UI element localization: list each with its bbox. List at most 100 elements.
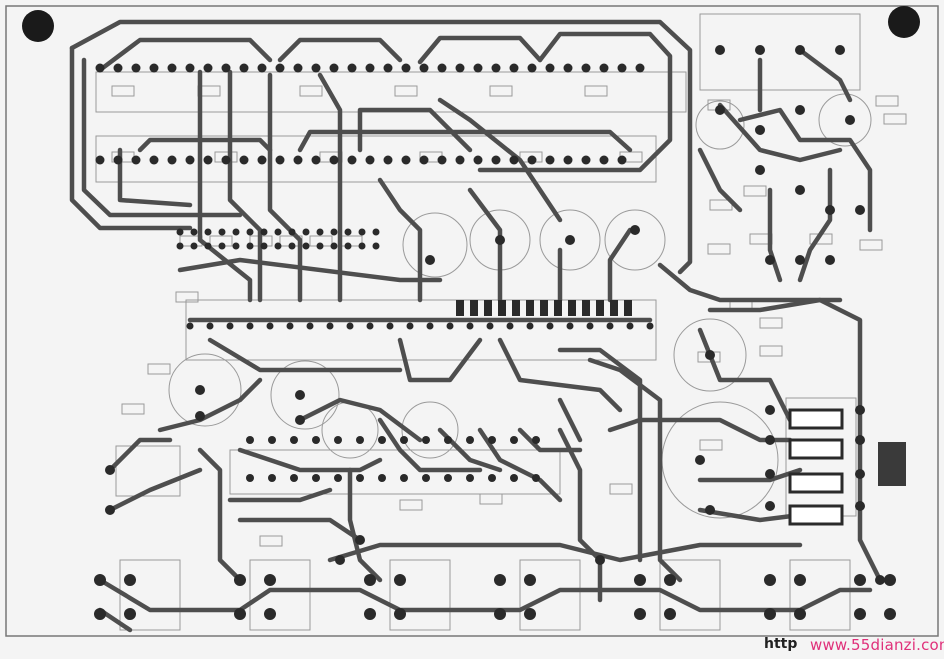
pad	[765, 405, 775, 415]
pad	[540, 300, 548, 316]
pad	[378, 436, 386, 444]
silkscreen-rect	[584, 85, 608, 97]
pad	[113, 63, 123, 73]
copper-traces	[69, 19, 883, 633]
pad	[455, 63, 465, 73]
pad	[288, 242, 296, 250]
pad	[372, 242, 380, 250]
pad	[394, 608, 406, 620]
pad	[176, 228, 184, 236]
pad	[257, 63, 267, 73]
pad	[295, 390, 305, 400]
pad	[617, 63, 627, 73]
pad	[344, 242, 352, 250]
pad	[855, 405, 865, 415]
pad	[526, 300, 534, 316]
pad	[437, 155, 447, 165]
pad	[456, 300, 464, 316]
pad	[364, 608, 376, 620]
pad	[624, 300, 632, 316]
pad	[131, 63, 141, 73]
pad	[204, 228, 212, 236]
pad	[825, 255, 835, 265]
pad	[94, 574, 106, 586]
pad	[764, 608, 776, 620]
pad	[795, 45, 805, 55]
pad	[246, 474, 254, 482]
pad	[554, 300, 562, 316]
pad	[312, 474, 320, 482]
pad	[845, 115, 855, 125]
pad	[105, 465, 115, 475]
pad	[94, 608, 106, 620]
pad	[266, 322, 274, 330]
pad	[234, 608, 246, 620]
pad	[372, 228, 380, 236]
pad	[419, 155, 429, 165]
pad	[634, 574, 646, 586]
pad	[488, 474, 496, 482]
pad	[234, 574, 246, 586]
pad	[347, 63, 357, 73]
pad	[526, 322, 534, 330]
pad	[425, 255, 435, 265]
pad	[268, 436, 276, 444]
pad	[695, 455, 705, 465]
pad	[329, 155, 339, 165]
pad	[190, 228, 198, 236]
pad	[527, 155, 537, 165]
pad	[401, 155, 411, 165]
pad	[312, 436, 320, 444]
pad	[495, 235, 505, 245]
pad	[545, 63, 555, 73]
pad	[486, 322, 494, 330]
pad	[527, 63, 537, 73]
pad	[422, 436, 430, 444]
pad	[364, 574, 376, 586]
pad	[246, 228, 254, 236]
pad	[293, 155, 303, 165]
pad	[444, 474, 452, 482]
pad	[185, 155, 195, 165]
pad	[491, 63, 501, 73]
pad	[95, 155, 105, 165]
pad	[239, 155, 249, 165]
pad	[316, 228, 324, 236]
silkscreen-rect	[759, 317, 783, 329]
pad	[466, 474, 474, 482]
pad	[264, 574, 276, 586]
connector-block	[878, 442, 906, 486]
pad	[246, 242, 254, 250]
pad	[563, 63, 573, 73]
silkscreen-rect	[259, 535, 283, 547]
pad	[347, 155, 357, 165]
pad	[484, 300, 492, 316]
pad	[149, 155, 159, 165]
pad	[510, 474, 518, 482]
pad	[124, 608, 136, 620]
pad	[400, 474, 408, 482]
pad	[599, 63, 609, 73]
pad	[581, 155, 591, 165]
component-pads	[94, 45, 896, 620]
pad	[124, 574, 136, 586]
pad	[302, 228, 310, 236]
pad	[565, 235, 575, 245]
pad	[190, 242, 198, 250]
pad	[311, 63, 321, 73]
pad	[884, 574, 896, 586]
pad	[854, 608, 866, 620]
pad	[113, 155, 123, 165]
pad	[646, 322, 654, 330]
silkscreen-rect	[147, 363, 171, 375]
pad	[532, 436, 540, 444]
silkscreen-rect	[707, 243, 731, 255]
pad	[488, 436, 496, 444]
silkscreen-part-labels	[111, 85, 907, 547]
pad	[316, 242, 324, 250]
pad	[426, 322, 434, 330]
pad	[149, 63, 159, 73]
pad	[288, 228, 296, 236]
pad	[582, 300, 590, 316]
